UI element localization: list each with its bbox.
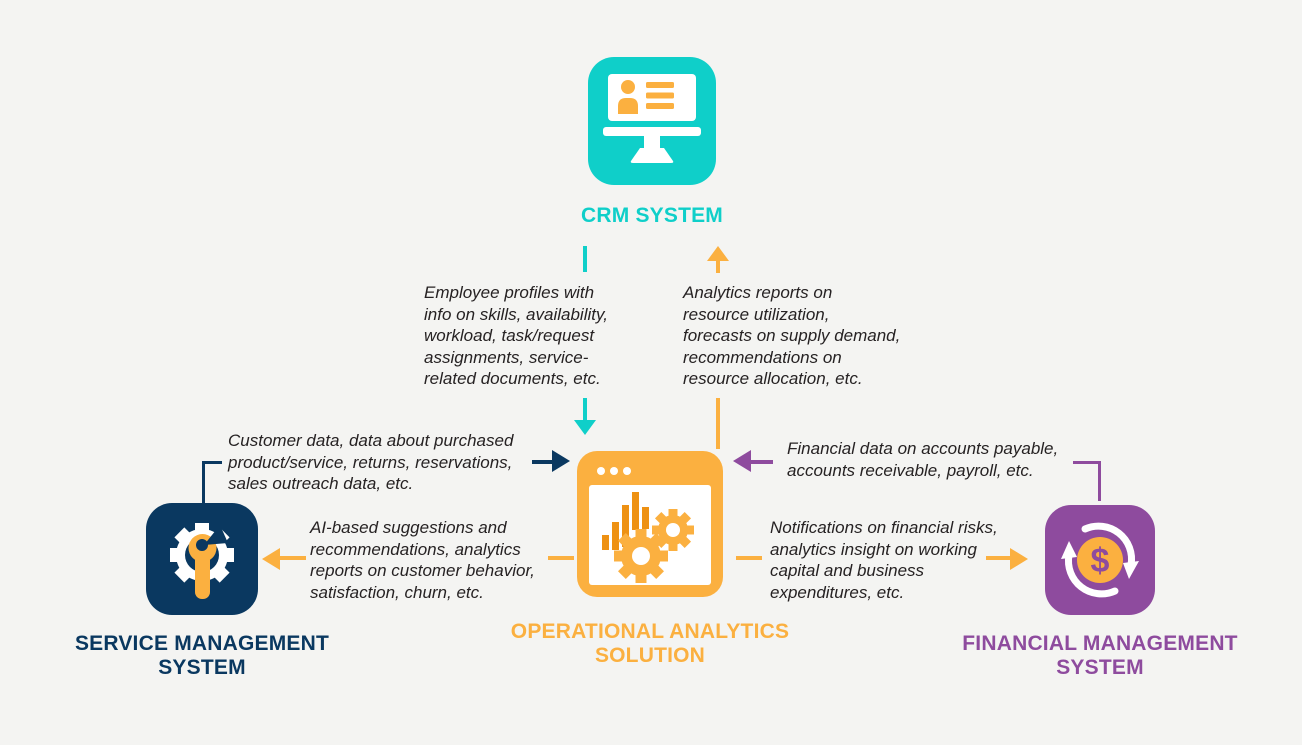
flow-text-service-to-center: Customer data, data about purchased prod… [228, 431, 514, 493]
flow-text-crm-to-center: Employee profiles with info on skills, a… [424, 283, 608, 388]
operational-analytics-label: OPERATIONAL ANALYTICS SOLUTION [510, 620, 790, 667]
connector-to-financial-line [986, 556, 1010, 560]
connector-up-to-crm-line [716, 261, 720, 273]
financial-management-label: FINANCIAL MANAGEMENT SYSTEM [962, 632, 1238, 679]
connector-crm-down-line [583, 246, 587, 272]
svg-text:$: $ [1091, 542, 1110, 580]
connector-financial-elbow-h [1073, 461, 1101, 464]
connector-to-center-navy-line [532, 460, 552, 464]
arrow-down-to-center-icon [574, 420, 596, 435]
connector-to-center-purple-line [751, 460, 773, 464]
connector-financial-elbow-v [1098, 461, 1101, 501]
connector-center-left-line [548, 556, 574, 560]
connector-service-elbow-h [202, 461, 222, 464]
flow-text-financial-to-center: Financial data on accounts payable, acco… [787, 439, 1059, 480]
crm-system-icon [588, 57, 716, 185]
service-management-label: SERVICE MANAGEMENT SYSTEM [74, 632, 330, 679]
connector-to-service-line [280, 556, 306, 560]
flow-text-center-to-financial: Notifications on financial risks, analyt… [770, 518, 998, 602]
connector-center-up-line [716, 398, 720, 449]
connector-center-right-line [736, 556, 762, 560]
crm-system-label: CRM SYSTEM [580, 204, 723, 227]
arrow-left-to-center-icon [733, 450, 751, 472]
operational-analytics-icon [577, 451, 723, 597]
financial-management-icon: $ [1045, 505, 1155, 615]
flow-text-center-to-service: AI-based suggestions and recommendations… [310, 518, 535, 602]
flow-text-center-to-crm: Analytics reports on resource utilizatio… [683, 283, 901, 388]
arrow-right-to-center-icon [552, 450, 570, 472]
service-management-icon [146, 503, 258, 615]
arrow-right-to-financial-icon [1010, 548, 1028, 570]
connector-down-to-center-line [583, 398, 587, 420]
arrow-left-to-service-icon [262, 548, 280, 570]
arrow-up-to-crm-icon [707, 246, 729, 261]
connector-service-elbow-v [202, 461, 205, 503]
